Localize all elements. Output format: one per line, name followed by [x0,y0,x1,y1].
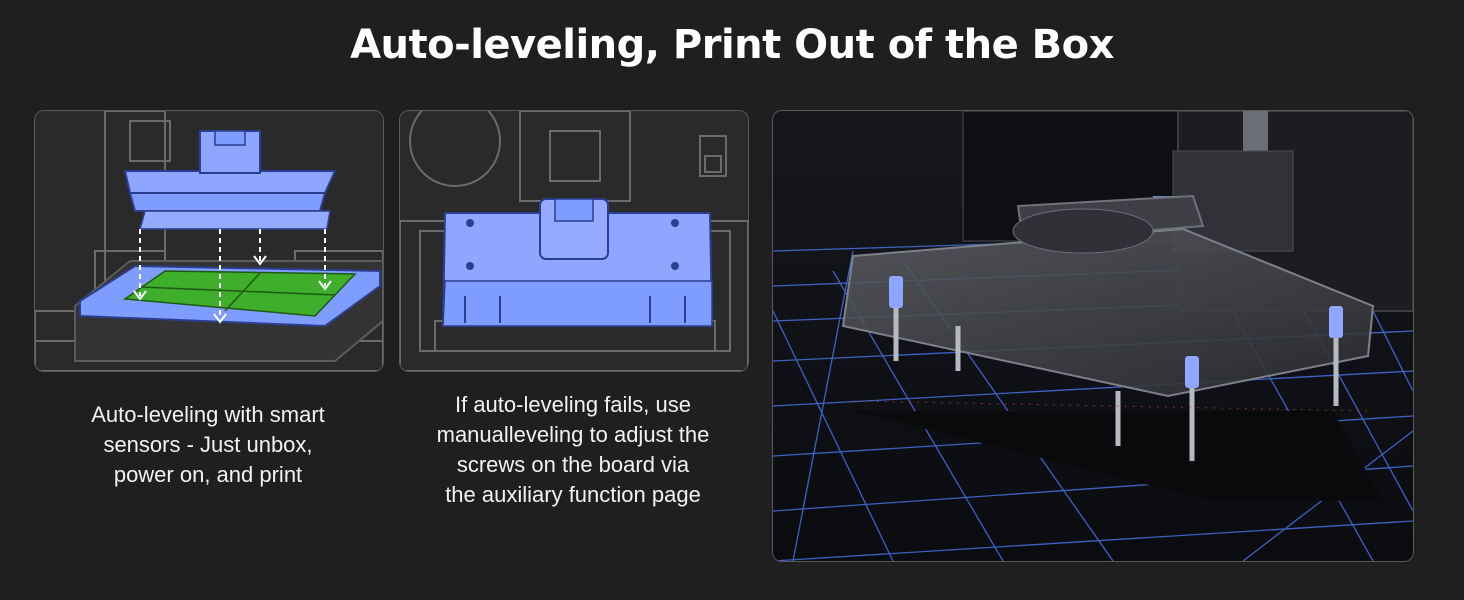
caption-line: sensors - Just unbox, [103,432,313,457]
manual-leveling-illustration [399,110,749,372]
caption-line: manualleveling to adjust the [436,422,710,447]
auto-leveling-caption: Auto-leveling with smart sensors - Just … [34,400,382,490]
caption-line: If auto-leveling fails, use [454,392,692,417]
auto-leveling-illustration [34,110,384,372]
manual-leveling-caption: If auto-leveling fails, use manualleveli… [399,390,747,510]
caption-line: Auto-leveling with smart [91,402,325,427]
page-title: Auto-leveling, Print Out of the Box [350,22,1114,68]
printer-render-image [772,110,1414,562]
caption-line: screws on the board via [456,452,690,477]
caption-line: the auxiliary function page [445,482,701,507]
caption-line: power on, and print [113,462,303,487]
